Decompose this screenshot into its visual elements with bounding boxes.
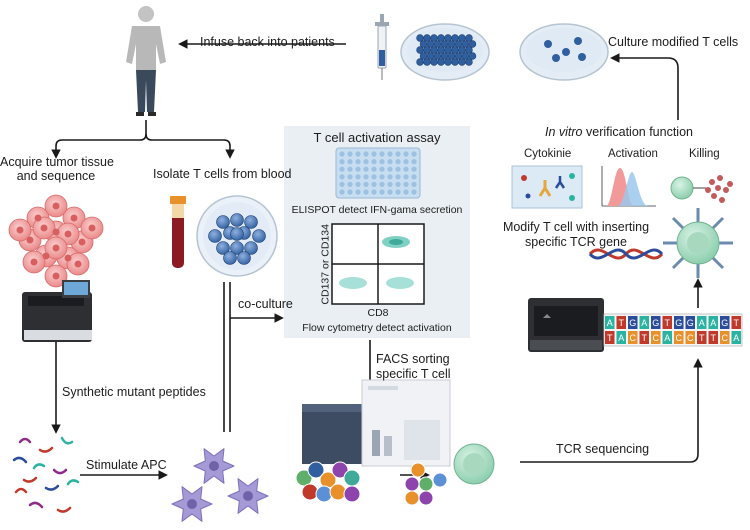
dna-base-top: G [652, 318, 659, 328]
label-coculture: co-culture [238, 297, 293, 311]
label-flow: Flow cytometry detect activation [302, 322, 452, 334]
label-acquire-2: and sequence [16, 169, 96, 183]
dna-base-bottom: T [699, 333, 705, 343]
label-synthetic: Synthetic mutant peptides [62, 385, 206, 399]
label-cd8: CD8 [367, 307, 389, 319]
label-cd137: CD137 or CD134 [319, 224, 332, 305]
dna-base-bottom: A [733, 333, 739, 343]
label-tcr-seq: TCR sequencing [556, 442, 650, 456]
syringe-icon [375, 14, 389, 80]
arrow-culture [610, 53, 679, 120]
dna-base-top: A [641, 318, 647, 328]
label-assay-title: T cell activation assay [313, 130, 441, 145]
label-facs-1: FACS sorting [376, 352, 450, 366]
dna-base-top: G [687, 318, 694, 328]
label-activation: Activation [608, 148, 658, 160]
tcr-t-cell-icon [663, 208, 733, 278]
person-icon [126, 6, 166, 116]
dna-base-bottom: T [711, 333, 717, 343]
t-cell-icon [453, 443, 495, 485]
dna-base-top: T [665, 318, 671, 328]
dna-helix-icon [588, 248, 664, 260]
dna-base-bottom: C [687, 333, 694, 343]
label-stimulate: Stimulate APC [86, 458, 167, 472]
dna-base-bottom: T [642, 333, 648, 343]
label-culture: Culture modified T cells [608, 35, 739, 49]
dna-base-top: T [619, 318, 625, 328]
dna-base-top: G [721, 318, 728, 328]
dna-base-top: T [734, 318, 740, 328]
coculture-double-line [223, 282, 231, 432]
cytokine-icon [511, 165, 583, 209]
dna-base-top: G [675, 318, 682, 328]
blood-tube-icon [170, 196, 186, 268]
petri-dish-icon [196, 195, 278, 277]
dna-base-bottom: C [722, 333, 729, 343]
dna-base-top: A [607, 318, 613, 328]
killing-icon [670, 175, 733, 203]
label-infuse: Infuse back into patients [200, 35, 335, 49]
dna-base-bottom: T [607, 333, 613, 343]
dna-base-bottom: C [676, 333, 683, 343]
arrow-isolate [145, 133, 235, 159]
peptide-icon [12, 436, 80, 513]
label-isolate: Isolate T cells from blood [153, 167, 292, 181]
label-modify-2: specific TCR gene [525, 235, 627, 249]
label-acquire-1: Acquire tumor tissue [0, 155, 114, 169]
sequencer-icon [528, 298, 604, 352]
dna-base-bottom: A [618, 333, 624, 343]
label-killing: Killing [689, 148, 720, 160]
tumor-tissue-icon [8, 194, 104, 288]
sorted-cells [295, 461, 448, 506]
petri-dish-icon [519, 23, 609, 81]
dna-base-bottom: C [653, 333, 660, 343]
dna-base-top: A [710, 318, 716, 328]
facs-sorter-icon [302, 379, 451, 467]
sequencer-icon [22, 280, 92, 342]
apc-cell-icon [171, 448, 269, 522]
label-facs-2: specific T cell [376, 367, 451, 381]
label-in-vitro-rest: verification function [582, 125, 693, 139]
label-cytokinie: Cytokinie [524, 148, 572, 160]
dna-base-bottom: A [664, 333, 670, 343]
activation-histogram-icon [601, 166, 656, 207]
petri-dish-icon [400, 23, 490, 81]
elispot-plate-icon [335, 147, 421, 199]
label-in-vitro-italic: In vitro [545, 125, 583, 139]
dna-base-top: G [629, 318, 636, 328]
arrow-tcr-seq [520, 358, 703, 463]
flow-plot-icon [331, 223, 425, 305]
dna-base-bottom: C [630, 333, 637, 343]
dna-base-top: A [699, 318, 705, 328]
arrow-acquire [51, 120, 147, 159]
label-elispot: ELISPOT detect IFN-gama secretion [291, 204, 463, 216]
label-modify-1: Modify T cell with inserting [502, 220, 650, 234]
label-in-vitro: In vitro verification function [545, 125, 693, 140]
